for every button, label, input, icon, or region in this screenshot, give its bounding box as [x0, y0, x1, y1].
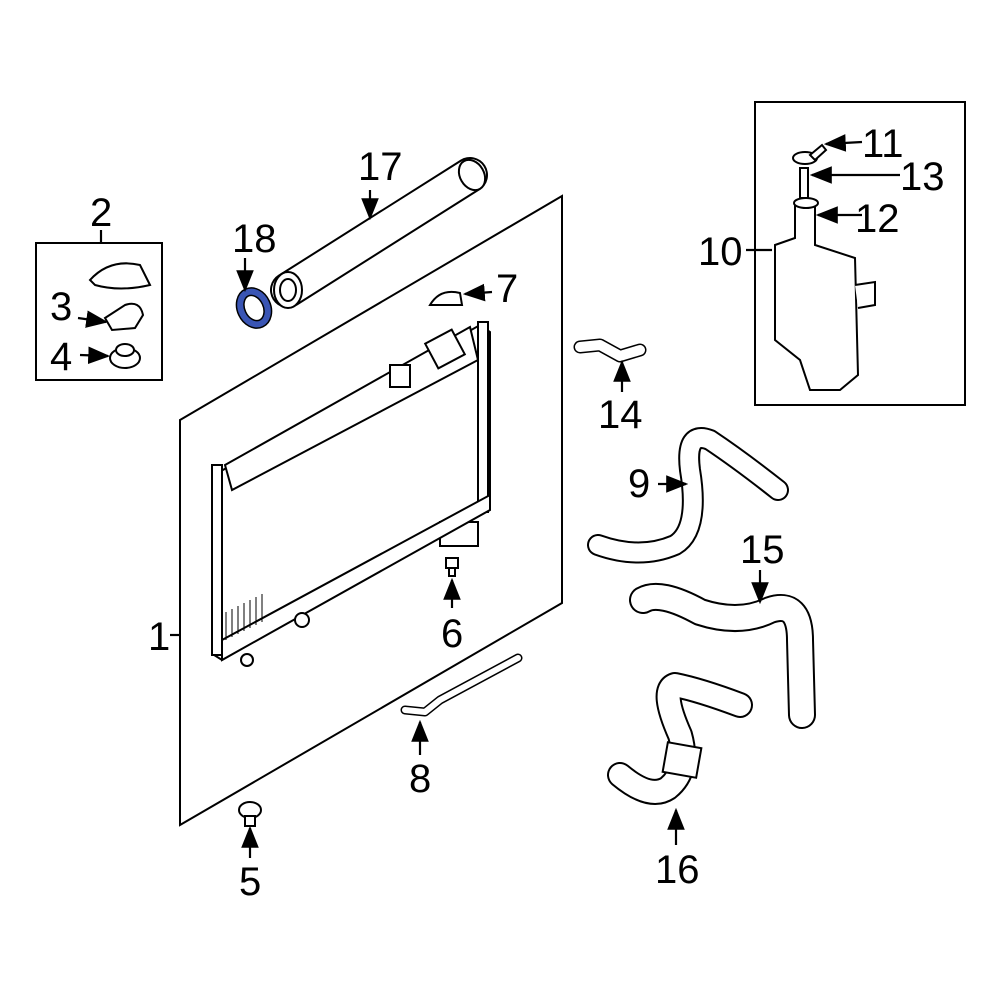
- bracket[interactable]: [103, 302, 145, 332]
- lower-hose-15[interactable]: [629, 583, 816, 729]
- callout-4: 4: [50, 335, 72, 379]
- small-hose[interactable]: [573, 338, 647, 363]
- callout-18: 18: [232, 217, 277, 261]
- reservoir-neck[interactable]: [793, 197, 819, 209]
- callout-3: 3: [50, 285, 72, 329]
- coolant-reservoir[interactable]: [774, 204, 876, 391]
- callout-15: 15: [740, 528, 785, 572]
- callout-17: 17: [358, 145, 403, 189]
- upper-bracket[interactable]: [88, 262, 152, 290]
- hose-16[interactable]: [607, 672, 753, 805]
- leader-lines: [77, 134, 900, 858]
- bolt[interactable]: [445, 557, 459, 577]
- callout-7: 7: [496, 267, 518, 311]
- clip[interactable]: [238, 801, 262, 827]
- radiator-cap[interactable]: [428, 290, 464, 306]
- callout-2: 2: [90, 191, 112, 235]
- lower-hose-9[interactable]: [587, 427, 789, 564]
- callout-14: 14: [598, 393, 643, 437]
- callout-9: 9: [628, 462, 650, 506]
- callout-12: 12: [855, 197, 900, 241]
- radiator[interactable]: [211, 321, 491, 667]
- callout-1: 1: [148, 615, 170, 659]
- callout-13: 13: [900, 155, 945, 199]
- seal-ring[interactable]: [235, 287, 273, 329]
- callout-11: 11: [862, 122, 904, 166]
- upper-radiator-hose[interactable]: [270, 155, 490, 309]
- callout-labels: 17 2 18 7 3 4 11 13 12 10 14 9 15 1 6 8 …: [50, 122, 945, 904]
- callout-16: 16: [655, 848, 700, 892]
- reservoir-tube[interactable]: [799, 167, 809, 199]
- callout-5: 5: [239, 860, 261, 904]
- overflow-pipe[interactable]: [400, 653, 523, 717]
- callout-8: 8: [409, 757, 431, 801]
- callout-10: 10: [698, 230, 743, 274]
- callout-6: 6: [441, 612, 463, 656]
